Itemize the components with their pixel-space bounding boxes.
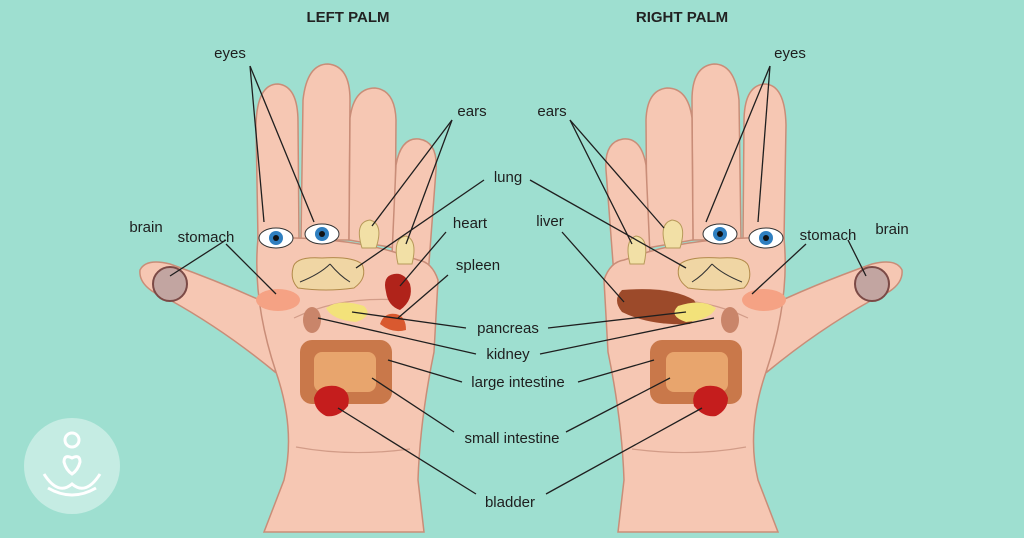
right-hand-eye-1 [748,227,784,249]
left-hand-stomach-icon [256,289,300,311]
right-hand-stomach-icon [742,289,786,311]
left-palm-title: LEFT PALM [306,9,389,26]
left-hand-kidney-icon [303,307,321,333]
label-eyes-right: eyes [774,45,806,62]
left-pinky-finger [255,83,300,241]
right-hand-pancreas-icon [674,302,716,322]
left-middle-finger [348,87,397,249]
label-spleen: spleen [456,257,500,274]
left-hand-ear-1 [358,219,380,249]
label-lung: lung [494,169,522,186]
left-hand-ear-2 [395,235,415,265]
right-hand-brain-icon [854,266,890,302]
left-hand [139,63,439,533]
right-ring-finger [691,63,742,241]
left-hand-heart-icon [385,273,411,310]
right-hand-lung-icon [677,257,751,291]
label-kidney: kidney [486,346,530,363]
right-pinky-finger [742,83,787,241]
label-eyes-left: eyes [214,45,246,62]
label-stomach-right: stomach [800,227,857,244]
left-hand-eye-2 [304,223,340,245]
leader-lines [169,65,867,495]
label-liver: liver [536,213,564,230]
right-hand [603,63,903,533]
label-heart: heart [453,215,488,232]
left-hand-lung-icon [291,257,365,291]
right-middle-finger [645,87,694,249]
left-ring-finger [300,63,351,241]
label-ears-right: ears [537,103,566,120]
meditation-logo-icon [24,418,120,514]
right-palm-title: RIGHT PALM [636,9,728,26]
left-hand-small-intestine-icon [314,352,376,392]
right-hand-kidney-icon [721,307,739,333]
label-large-intestine: large intestine [471,374,564,391]
label-ears-left: ears [457,103,486,120]
label-stomach-left: stomach [178,229,235,246]
label-pancreas: pancreas [477,320,539,337]
left-hand-pancreas-icon [326,302,368,322]
right-hand-eye-2 [702,223,738,245]
left-hand-eye-1 [258,227,294,249]
label-brain-left: brain [129,219,162,236]
right-hand-small-intestine-icon [666,352,728,392]
right-hand-ear-1 [662,219,684,249]
left-hand-brain-icon [152,266,188,302]
label-brain-right: brain [875,221,908,238]
label-small-intestine: small intestine [464,430,559,447]
label-bladder: bladder [485,494,535,511]
